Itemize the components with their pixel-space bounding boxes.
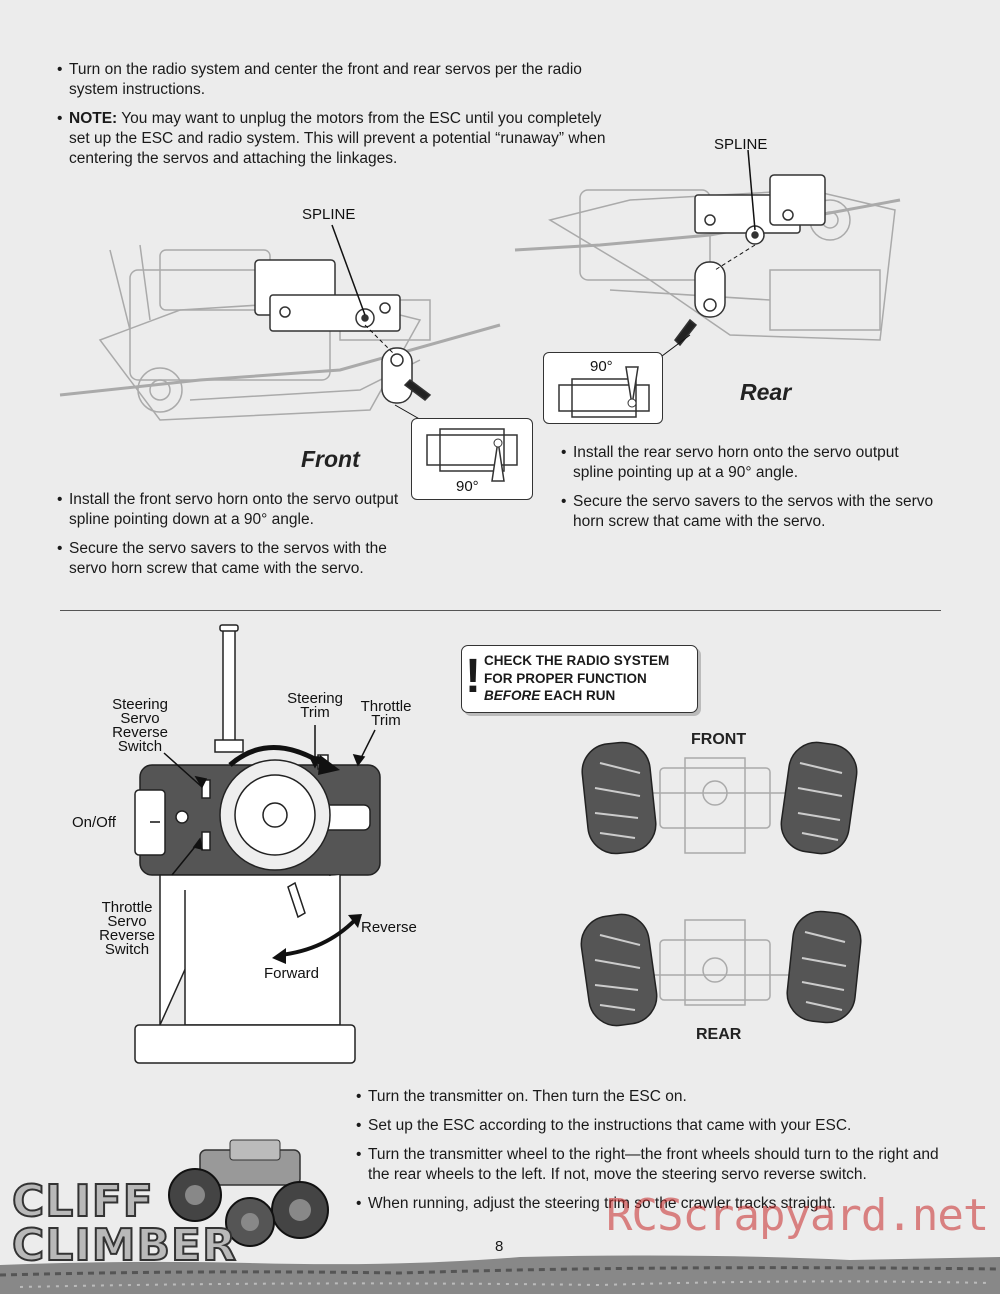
crawler-truck-graphic [168,1139,329,1247]
front-title: Front [301,446,360,472]
page-number: 8 [495,1238,504,1255]
rocky-ground-decoration [0,1255,1000,1294]
radio-check-warning: ! CHECK THE RADIO SYSTEM FOR PROPER FUNC… [461,645,698,713]
note-label: NOTE: [69,110,118,127]
truck-rear-diagram [580,910,862,1027]
rear-instructions: Install the rear servo horn onto the ser… [561,443,941,541]
instruction-item: Secure the servo savers to the servos wi… [561,492,941,532]
warning-line-1: CHECK THE RADIO SYSTEM [484,653,670,668]
throttle-trim-label: Throttle Trim [360,698,412,729]
truck-front-diagram [581,741,858,855]
instruction-item: When running, adjust the steering trim s… [356,1194,956,1214]
reverse-label: Reverse [361,919,417,936]
watermark: RCScrapyard.net [606,1190,989,1241]
front-angle-label: 90° [456,478,479,495]
section-divider [60,610,941,611]
rear-spline-label: SPLINE [714,136,768,153]
forward-label: Forward [264,965,320,982]
truck-front-label: FRONT [691,731,747,748]
transmitter-illustration [134,624,381,1064]
instruction-item: Install the front servo horn onto the se… [57,490,417,530]
note-text: You may want to unplug the motors from t… [69,110,606,167]
on-off-label: On/Off [72,814,116,831]
warning-line-3: EACH RUN [540,688,616,703]
front-servo-callout: 90° [411,418,533,500]
front-servo-illustration [59,224,501,426]
rear-servo-illustration [514,149,901,366]
cliff-climber-logo: CLIFF CLIMBER [11,1176,237,1271]
front-spline-label: SPLINE [302,206,356,223]
throttle-servo-reverse-label: Throttle Servo Reverse Switch [99,899,155,958]
forward-reverse-arrow [272,914,362,964]
instruction-item: Set up the ESC according to the instruct… [356,1116,956,1136]
truck-rear-label: REAR [696,1026,742,1043]
instruction-item: Turn on the radio system and center the … [57,60,607,100]
front-instructions: Install the front servo horn onto the se… [57,490,417,588]
instruction-item: NOTE: You may want to unplug the motors … [57,109,607,169]
transmitter-leader-lines [150,725,376,876]
instruction-item: Install the rear servo horn onto the ser… [561,443,941,483]
instruction-item: Turn the transmitter wheel to the right—… [356,1145,956,1185]
warning-emphasis: BEFORE [484,688,541,703]
rear-angle-label: 90° [590,358,613,375]
bottom-instructions: Turn the transmitter on. Then turn the E… [356,1087,956,1223]
rear-title: Rear [740,379,792,405]
instruction-item: Secure the servo savers to the servos wi… [57,539,417,579]
top-instructions: Turn on the radio system and center the … [57,60,607,178]
instruction-item: Turn the transmitter on. Then turn the E… [356,1087,956,1107]
steering-servo-reverse-label: Steering Servo Reverse Switch [112,696,168,755]
exclamation-icon: ! [465,650,481,703]
warning-line-2: FOR PROPER FUNCTION [484,670,647,686]
rear-servo-callout: 90° [543,352,663,424]
steering-trim-label: Steering Trim [287,690,343,721]
